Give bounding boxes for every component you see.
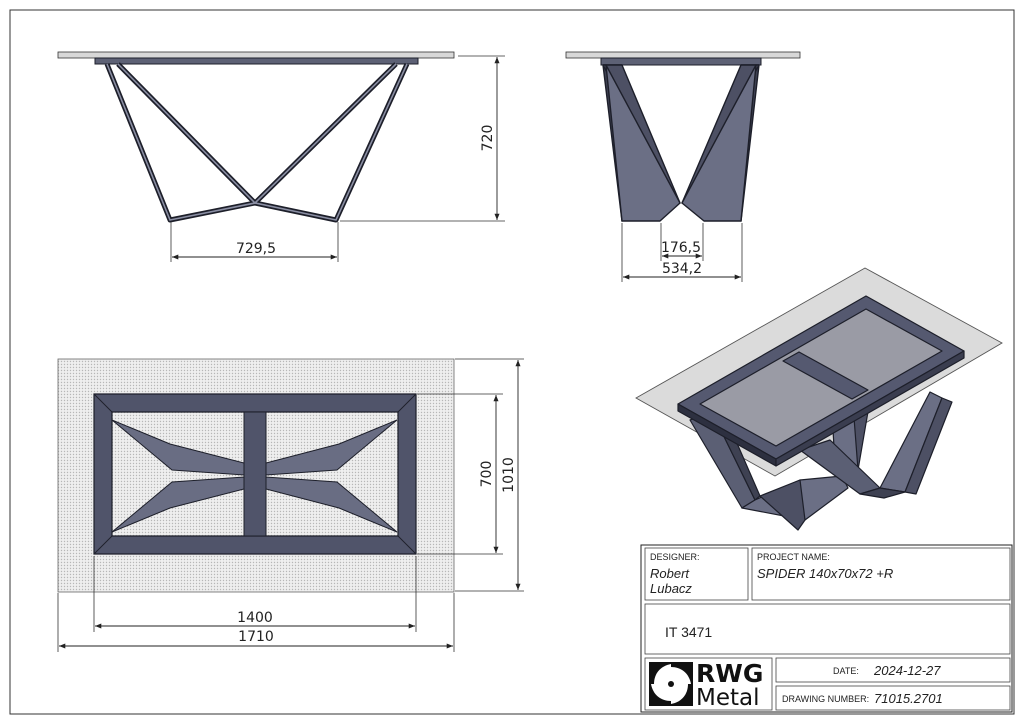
top-frame-width-label: 700 xyxy=(479,461,495,488)
top-glass-width-label: 1010 xyxy=(501,457,517,493)
iso-frame xyxy=(677,295,965,467)
sheet-border xyxy=(9,9,1015,715)
front-frame-rail xyxy=(94,57,419,65)
top-view: 700 1010 1400 1710 xyxy=(57,358,524,652)
title-block: DESIGNER: Robert Lubacz PROJECT NAME: SP… xyxy=(640,544,1013,713)
drawing-number-value: 71015.2701 xyxy=(874,691,943,706)
project-name-value: SPIDER 140x70x72 +R xyxy=(757,566,893,581)
project-name-label: PROJECT NAME: xyxy=(757,552,830,562)
top-center-crossbar xyxy=(243,411,267,537)
top-glass-length-label: 1710 xyxy=(238,629,274,645)
logo-text-metal: Metal xyxy=(696,685,760,711)
logo-swirl-icon xyxy=(649,662,693,706)
side-inner-span-label: 176,5 xyxy=(661,240,701,256)
designer-label: DESIGNER: xyxy=(650,552,700,562)
top-leg-shapes xyxy=(111,419,398,533)
item-number: IT 3471 xyxy=(665,624,712,640)
date-label: DATE: xyxy=(833,666,859,676)
side-outer-span-label: 534,2 xyxy=(662,261,702,277)
date-value: 2024-12-27 xyxy=(873,663,941,678)
designer-name-line1: Robert xyxy=(650,566,690,581)
front-foot-span-label: 729,5 xyxy=(236,241,276,257)
front-leg-highlight xyxy=(106,63,408,221)
side-frame-rail xyxy=(600,57,762,66)
side-glass-top xyxy=(565,51,801,59)
top-frame-miters xyxy=(93,393,417,555)
designer-name-line2: Lubacz xyxy=(650,581,692,596)
front-glass-top xyxy=(57,51,455,59)
rwg-metal-logo: RWG Metal xyxy=(649,659,763,711)
side-leg-panels xyxy=(602,64,760,222)
front-leg-outline xyxy=(104,62,410,223)
side-view: 176,5 534,2 xyxy=(565,51,801,282)
isometric-view xyxy=(635,267,1003,531)
front-height-label: 720 xyxy=(480,125,496,152)
top-frame-length-label: 1400 xyxy=(237,610,273,626)
drawing-number-label: DRAWING NUMBER: xyxy=(782,694,869,704)
logo-text-rwg: RWG xyxy=(696,659,763,688)
front-view: 720 729,5 xyxy=(57,51,505,262)
